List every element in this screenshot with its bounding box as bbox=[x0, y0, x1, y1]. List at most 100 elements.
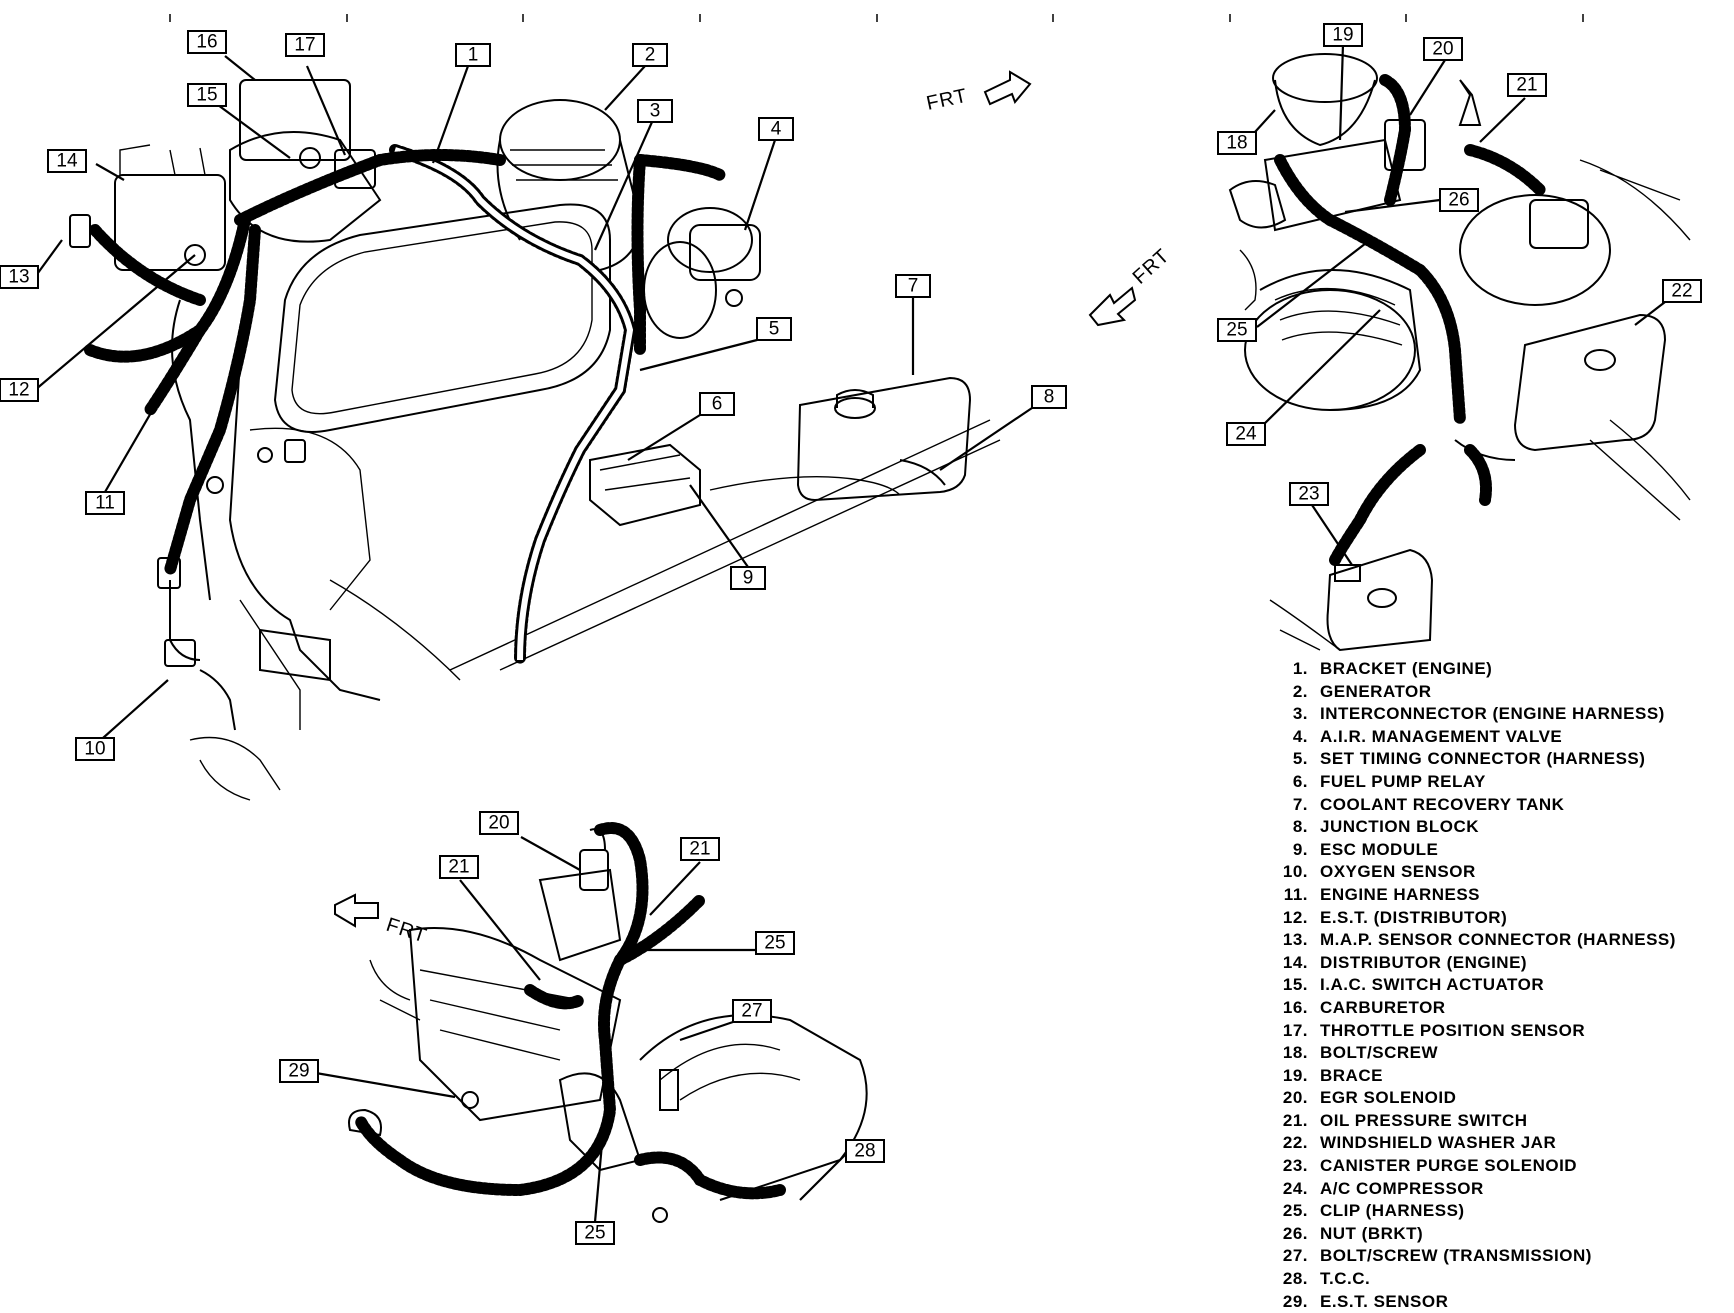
callout-1: 1 bbox=[455, 43, 491, 67]
callout-18: 18 bbox=[1217, 131, 1257, 155]
legend-item: 16.CARBURETOR bbox=[1268, 997, 1728, 1020]
legend-item: 21. OIL PRESSURE SWITCH bbox=[1268, 1110, 1728, 1133]
svg-text:25: 25 bbox=[584, 1223, 605, 1244]
callout-27: 27 bbox=[732, 999, 772, 1023]
svg-text:21: 21 bbox=[1516, 75, 1537, 96]
svg-text:2: 2 bbox=[645, 45, 656, 66]
callout-20: 20 bbox=[1423, 37, 1463, 61]
svg-text:13: 13 bbox=[8, 267, 29, 288]
svg-text:14: 14 bbox=[56, 151, 78, 172]
svg-text:9: 9 bbox=[743, 568, 754, 589]
frt-label: FRT bbox=[924, 85, 969, 115]
callout-26: 26 bbox=[1439, 188, 1479, 212]
legend-item: 14.DISTRIBUTOR (ENGINE) bbox=[1268, 952, 1728, 975]
frt-label: FRT bbox=[383, 914, 429, 948]
svg-text:3: 3 bbox=[650, 101, 661, 122]
bottom-view bbox=[348, 822, 868, 1223]
legend-item: 17.THROTTLE POSITION SENSOR bbox=[1268, 1020, 1728, 1043]
legend-item-number: 23. bbox=[1282, 1156, 1308, 1176]
callouts: 1 2 3 4 5 6 7 8 9 10 11 12 13 14 15 16 1… bbox=[0, 23, 1702, 1245]
svg-text:8: 8 bbox=[1044, 387, 1055, 408]
svg-text:15: 15 bbox=[196, 85, 217, 106]
legend-item: 1.BRACKET (ENGINE) bbox=[1268, 658, 1728, 681]
legend-item-number: 17. bbox=[1282, 1020, 1308, 1040]
svg-text:20: 20 bbox=[488, 813, 509, 834]
callout-12: 12 bbox=[0, 378, 39, 402]
legend-item-label: OIL PRESSURE SWITCH bbox=[1320, 1110, 1528, 1130]
legend-item-label: T.C.C. bbox=[1320, 1269, 1371, 1289]
legend-item-label: ENGINE HARNESS bbox=[1320, 884, 1481, 904]
callout-24: 24 bbox=[1226, 422, 1266, 446]
legend-item-label: GENERATOR bbox=[1320, 681, 1432, 701]
legend-item-number: 26. bbox=[1282, 1223, 1308, 1243]
svg-text:25: 25 bbox=[764, 933, 785, 954]
legend-item: 5.SET TIMING CONNECTOR (HARNESS) bbox=[1268, 748, 1728, 771]
legend-item: 4.A.I.R. MANAGEMENT VALVE bbox=[1268, 726, 1728, 749]
svg-text:12: 12 bbox=[8, 380, 29, 401]
legend-item-number: 18. bbox=[1282, 1043, 1308, 1063]
svg-text:27: 27 bbox=[741, 1001, 762, 1022]
svg-text:25: 25 bbox=[1226, 320, 1247, 341]
svg-text:28: 28 bbox=[854, 1141, 875, 1162]
legend-item-label: COOLANT RECOVERY TANK bbox=[1320, 794, 1565, 814]
svg-text:26: 26 bbox=[1448, 190, 1469, 211]
callout-29: 29 bbox=[279, 1059, 319, 1083]
legend-item-label: BOLT/SCREW (TRANSMISSION) bbox=[1320, 1246, 1592, 1266]
legend-item-label: CLIP (HARNESS) bbox=[1320, 1201, 1465, 1221]
frt-label: FRT bbox=[1129, 245, 1175, 289]
callout-5: 5 bbox=[756, 317, 792, 341]
svg-text:10: 10 bbox=[84, 739, 105, 760]
legend-item-label: NUT (BRKT) bbox=[1320, 1223, 1424, 1243]
legend-item: 7.COOLANT RECOVERY TANK bbox=[1268, 794, 1728, 817]
callout-25-bottom-upper: 25 bbox=[755, 931, 795, 955]
callout-21: 21 bbox=[1507, 73, 1547, 97]
svg-text:11: 11 bbox=[95, 493, 115, 514]
legend-item: 8.JUNCTION BLOCK bbox=[1268, 816, 1728, 839]
svg-text:21: 21 bbox=[689, 839, 710, 860]
callout-7: 7 bbox=[895, 274, 931, 298]
svg-text:16: 16 bbox=[196, 32, 217, 53]
legend-item-number: 21. bbox=[1282, 1110, 1308, 1130]
callout-16: 16 bbox=[187, 30, 227, 54]
legend-item: 26. NUT (BRKT) bbox=[1268, 1223, 1728, 1246]
frt-arrow-bottom: FRT bbox=[334, 893, 430, 948]
callout-4: 4 bbox=[758, 117, 794, 141]
callout-20-bottom: 20 bbox=[479, 811, 519, 835]
legend-item: 9.ESC MODULE bbox=[1268, 839, 1728, 862]
legend-item-number: 11. bbox=[1283, 884, 1308, 904]
legend-item-number: 27. bbox=[1282, 1246, 1308, 1266]
legend-item-label: E.S.T. (DISTRIBUTOR) bbox=[1320, 907, 1508, 927]
svg-text:29: 29 bbox=[288, 1061, 309, 1082]
legend-item-number: 14. bbox=[1282, 952, 1308, 972]
legend-item: 29.E.S.T. SENSOR bbox=[1268, 1291, 1728, 1313]
svg-text:7: 7 bbox=[908, 276, 919, 297]
legend-item-label: OXYGEN SENSOR bbox=[1320, 862, 1476, 882]
legend-item-number: 5. bbox=[1292, 749, 1308, 769]
legend-item-label: ESC MODULE bbox=[1320, 839, 1439, 859]
callout-19: 19 bbox=[1323, 23, 1363, 47]
legend-item-label: WINDSHIELD WASHER JAR bbox=[1320, 1133, 1557, 1153]
legend-item: 28. T.C.C. bbox=[1268, 1268, 1728, 1291]
legend-item: 3.INTERCONNECTOR (ENGINE HARNESS) bbox=[1268, 703, 1728, 726]
legend-item-label: CANISTER PURGE SOLENOID bbox=[1320, 1156, 1578, 1176]
legend-item: 12. E.S.T. (DISTRIBUTOR) bbox=[1268, 907, 1728, 930]
svg-text:4: 4 bbox=[771, 119, 782, 140]
legend-item: 6. FUEL PUMP RELAY bbox=[1268, 771, 1728, 794]
legend-item: 15.I.A.C. SWITCH ACTUATOR bbox=[1268, 974, 1728, 997]
legend-item-label: CARBURETOR bbox=[1320, 997, 1446, 1017]
legend-item-number: 12. bbox=[1282, 907, 1308, 927]
callout-25: 25 bbox=[1217, 318, 1257, 342]
callout-22: 22 bbox=[1662, 279, 1702, 303]
legend-item: 27. BOLT/SCREW (TRANSMISSION) bbox=[1268, 1245, 1728, 1268]
legend-item: 19.BRACE bbox=[1268, 1065, 1728, 1088]
legend-item: 23. CANISTER PURGE SOLENOID bbox=[1268, 1155, 1728, 1178]
legend-item-label: E.S.T. SENSOR bbox=[1320, 1291, 1449, 1311]
legend-item-number: 15. bbox=[1282, 975, 1308, 995]
legend-item-number: 24. bbox=[1282, 1178, 1308, 1198]
svg-text:17: 17 bbox=[294, 35, 315, 56]
callout-21-bottom-right: 21 bbox=[680, 837, 720, 861]
legend-item-number: 6. bbox=[1292, 771, 1308, 791]
legend-item-number: 28. bbox=[1282, 1269, 1308, 1289]
legend-item-label: FUEL PUMP RELAY bbox=[1320, 771, 1486, 791]
svg-text:19: 19 bbox=[1332, 25, 1353, 46]
